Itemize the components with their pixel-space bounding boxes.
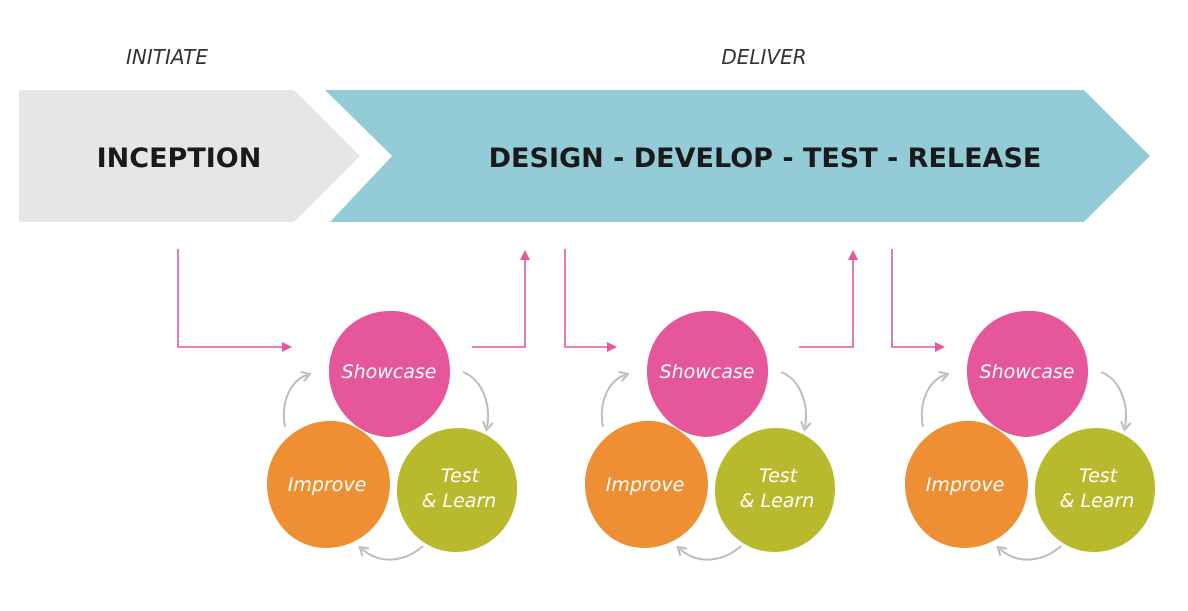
delivery-banner (325, 90, 1150, 222)
cycle-group: Showcase Improve Test & Learn (905, 310, 1156, 561)
cycle-arrow (462, 371, 494, 432)
improve-label: Improve (288, 474, 367, 496)
test-label: Test (1079, 465, 1119, 487)
showcase-circle (647, 310, 769, 437)
flow-arrow (891, 249, 945, 352)
improve-circle (905, 420, 1028, 548)
flow-arrow (472, 250, 530, 348)
cycle-arrow (600, 370, 630, 428)
test-learn-circle (1035, 428, 1156, 552)
initiate-label: INITIATE (126, 45, 208, 69)
flow-arrows (177, 249, 945, 352)
cycle-arrow (358, 545, 424, 561)
flow-arrow (564, 249, 617, 352)
deliver-label: DELIVER (721, 45, 806, 69)
showcase-label: Showcase (660, 361, 755, 383)
test-label: Test (441, 465, 481, 487)
improve-circle (585, 420, 708, 548)
learn-label: & Learn (1060, 490, 1135, 512)
test-learn-circle (715, 428, 836, 552)
cycle-arrow (1100, 371, 1132, 432)
cycle-arrow (780, 371, 812, 432)
cycle-group: Showcase Improve Test & Learn (585, 310, 836, 561)
cycle-group: Showcase Improve Test & Learn (267, 310, 518, 561)
improve-label: Improve (606, 474, 685, 496)
inception-banner (19, 90, 360, 222)
improve-label: Improve (926, 474, 1005, 496)
cycle-arrow (282, 370, 312, 428)
test-learn-circle (397, 428, 518, 552)
learn-label: & Learn (422, 490, 497, 512)
cycle-arrow (920, 370, 950, 428)
learn-label: & Learn (740, 490, 815, 512)
test-label: Test (759, 465, 799, 487)
cycle-arrow (676, 545, 742, 561)
flow-arrow (799, 250, 858, 348)
flow-arrow (177, 249, 292, 352)
cycle-arrow (996, 545, 1062, 561)
showcase-label: Showcase (342, 361, 437, 383)
showcase-label: Showcase (980, 361, 1075, 383)
showcase-circle (967, 310, 1089, 437)
improve-circle (267, 420, 390, 548)
showcase-circle (329, 310, 451, 437)
delivery-title: DESIGN - DEVELOP - TEST - RELEASE (489, 143, 1042, 174)
inception-title: INCEPTION (97, 143, 262, 174)
